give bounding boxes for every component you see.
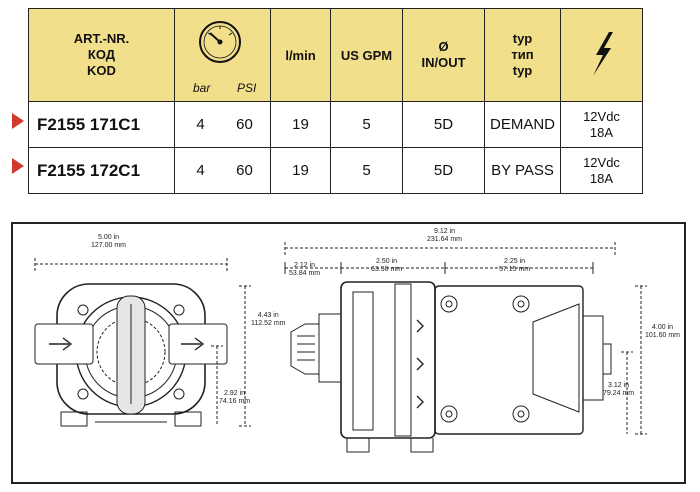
cell-art-nr: F2155 172C1	[28, 147, 175, 194]
header-inout: Ø IN/OUT	[402, 8, 485, 102]
front-view-pump	[34, 283, 228, 427]
table-row: F2155 172C1 4 60 19 5 5D BY PASS 12Vdc 18…	[28, 147, 643, 194]
pressure-gauge-icon	[199, 21, 241, 63]
pump-drawing	[34, 242, 647, 453]
header-pressure: bar PSI	[174, 8, 271, 102]
header-type: typ тип typ	[484, 8, 561, 102]
side-view-pump	[290, 281, 612, 453]
cell-art-nr: F2155 171C1	[28, 101, 175, 148]
header-bar: bar	[193, 81, 211, 95]
table-row: F2155 171C1 4 60 19 5 5D DEMAND 12Vdc 18A	[28, 101, 643, 148]
cell-pressure: 4 60	[174, 147, 271, 194]
cell-lmin: 19	[270, 147, 331, 194]
table-header-row: ART.-NR. КОД KOD bar PSI l/min	[28, 8, 643, 102]
header-art-nr: ART.-NR. КОД KOD	[28, 8, 175, 102]
header-power	[560, 8, 643, 102]
cell-gpm: 5	[330, 147, 403, 194]
cell-bar: 4	[196, 116, 205, 133]
cell-power: 12Vdc 18A	[560, 147, 643, 194]
cell-psi: 60	[236, 116, 253, 133]
spec-table: ART.-NR. КОД KOD bar PSI l/min	[28, 8, 643, 194]
cell-gpm: 5	[330, 101, 403, 148]
cell-type: BY PASS	[484, 147, 561, 194]
row-marker-arrow-icon	[12, 113, 24, 129]
cell-power: 12Vdc 18A	[560, 101, 643, 148]
cell-lmin: 19	[270, 101, 331, 148]
cell-psi: 60	[236, 162, 253, 179]
cell-pressure: 4 60	[174, 101, 271, 148]
cell-bar: 4	[196, 162, 205, 179]
cell-type: DEMAND	[484, 101, 561, 148]
lightning-bolt-icon	[592, 31, 613, 76]
header-gpm: US GPM	[330, 8, 403, 102]
cell-inout: 5D	[402, 147, 485, 194]
header-psi: PSI	[237, 81, 257, 95]
row-marker-arrow-icon	[12, 158, 24, 174]
header-lmin: l/min	[270, 8, 331, 102]
cell-inout: 5D	[402, 101, 485, 148]
